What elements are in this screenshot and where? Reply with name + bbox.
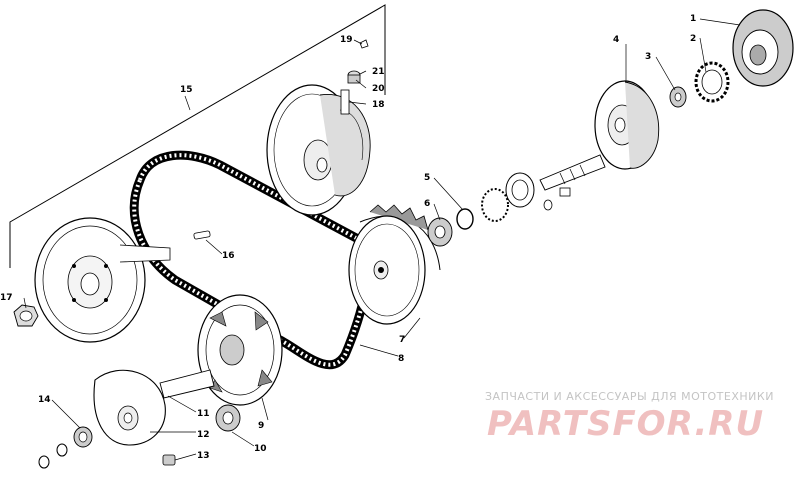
callout-4: 4 (613, 35, 619, 45)
nut-part-17 (13, 304, 39, 327)
callout-7: 7 (399, 335, 405, 345)
callout-3: 3 (645, 52, 651, 62)
cover-part-12 (93, 369, 166, 446)
callout-8: 8 (398, 354, 404, 364)
callout-18: 18 (372, 100, 385, 110)
primary-shaft-hub (539, 80, 660, 191)
callout-19: 19 (340, 35, 353, 45)
callout-10: 10 (254, 444, 267, 454)
drive-clutch-moving-sheave (266, 84, 371, 216)
callout-14: 14 (38, 395, 51, 405)
roller-clutch-part-2 (694, 61, 730, 103)
bearing-part-3 (669, 86, 687, 108)
bearing-part-6 (427, 217, 453, 247)
callout-16: 16 (222, 251, 235, 261)
spring-gear-assembly (481, 172, 571, 222)
bearing-part-10 (215, 404, 241, 432)
callout-1: 1 (690, 14, 696, 24)
weights-part-13 (162, 454, 176, 466)
callout-2: 2 (690, 34, 696, 44)
callout-21: 21 (372, 67, 385, 77)
nut-part-14 (38, 426, 93, 469)
callout-15: 15 (180, 85, 193, 95)
assembly-bracket-15 (9, 4, 386, 268)
one-way-housing-part-1 (732, 9, 794, 87)
watermark-tagline: ЗАПЧАСТИ И АКСЕССУАРЫ ДЛЯ МОТОТЕХНИКИ (485, 390, 774, 403)
clutch-spider-part-9 (197, 294, 283, 406)
callout-9: 9 (258, 421, 264, 431)
bolt-stack-18-21 (340, 39, 369, 115)
callout-12: 12 (197, 430, 210, 440)
watermark: ЗАПЧАСТИ И АКСЕССУАРЫ ДЛЯ МОТОТЕХНИКИ PA… (485, 390, 774, 444)
drive-clutch-fixed-sheave (34, 217, 171, 343)
leader-lines (23, 18, 741, 461)
callout-6: 6 (424, 199, 430, 209)
callout-numbers: 1 2 3 4 5 6 7 8 9 10 11 12 13 14 15 16 1… (0, 14, 696, 461)
callout-5: 5 (424, 173, 430, 183)
callout-17: 17 (0, 293, 13, 303)
snap-ring-part-5 (456, 208, 474, 230)
callout-13: 13 (197, 451, 210, 461)
shaft-part-11 (159, 369, 215, 399)
driven-clutch (348, 204, 441, 325)
watermark-logo: PARTSFOR.RU (487, 404, 764, 444)
pin-part-16 (193, 230, 211, 240)
callout-11: 11 (197, 409, 210, 419)
callout-20: 20 (372, 84, 385, 94)
